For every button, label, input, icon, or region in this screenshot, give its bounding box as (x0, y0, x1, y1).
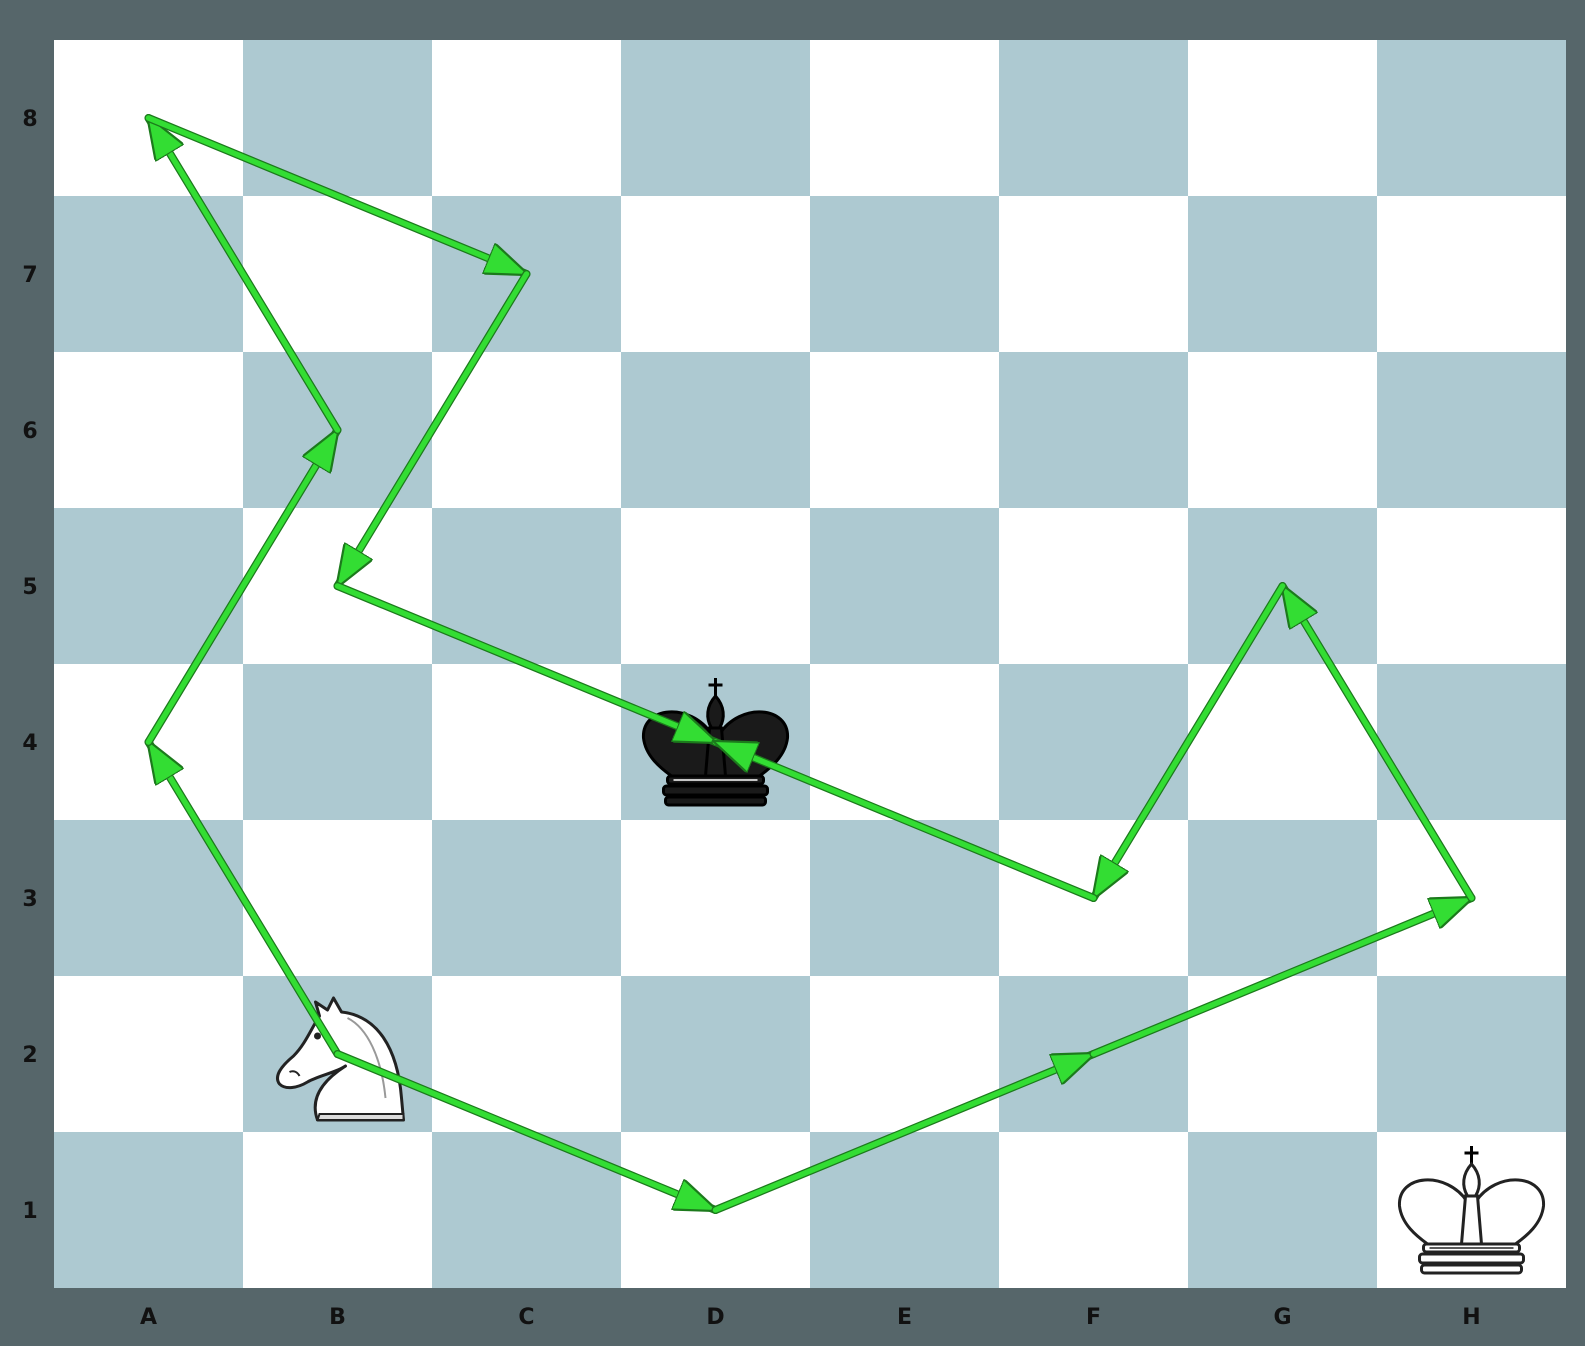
rank-label-4: 4 (22, 731, 37, 756)
square-e5[interactable] (810, 508, 999, 664)
file-label-a: A (140, 1305, 157, 1330)
rank-label-8: 8 (22, 107, 37, 132)
square-g1[interactable] (1188, 1132, 1377, 1288)
square-h6[interactable] (1377, 352, 1566, 508)
file-label-h: H (1462, 1305, 1480, 1330)
rank-label-5: 5 (22, 575, 37, 600)
file-label-f: F (1086, 1305, 1101, 1330)
square-d8[interactable] (621, 40, 810, 196)
square-c6[interactable] (432, 352, 621, 508)
rank-label-3: 3 (22, 887, 37, 912)
square-a3[interactable] (54, 820, 243, 976)
file-label-b: B (329, 1305, 346, 1330)
square-e6[interactable] (810, 352, 999, 508)
square-g8[interactable] (1188, 40, 1377, 196)
file-label-g: G (1273, 1305, 1291, 1330)
square-g7[interactable] (1188, 196, 1377, 352)
file-label-e: E (897, 1305, 912, 1330)
rank-label-2: 2 (22, 1043, 37, 1068)
square-h5[interactable] (1377, 508, 1566, 664)
rank-label-1: 1 (22, 1199, 37, 1224)
square-f7[interactable] (999, 196, 1188, 352)
square-h8[interactable] (1377, 40, 1566, 196)
square-d2[interactable] (621, 976, 810, 1132)
square-g4[interactable] (1188, 664, 1377, 820)
square-f6[interactable] (999, 352, 1188, 508)
square-h4[interactable] (1377, 664, 1566, 820)
square-d3[interactable] (621, 820, 810, 976)
square-f4[interactable] (999, 664, 1188, 820)
square-c3[interactable] (432, 820, 621, 976)
square-h7[interactable] (1377, 196, 1566, 352)
square-a2[interactable] (54, 976, 243, 1132)
square-e8[interactable] (810, 40, 999, 196)
square-a1[interactable] (54, 1132, 243, 1288)
rank-label-7: 7 (22, 263, 37, 288)
square-a6[interactable] (54, 352, 243, 508)
square-a7[interactable] (54, 196, 243, 352)
square-f5[interactable] (999, 508, 1188, 664)
square-b3[interactable] (243, 820, 432, 976)
board-squares (54, 40, 1566, 1288)
square-h2[interactable] (1377, 976, 1566, 1132)
square-b4[interactable] (243, 664, 432, 820)
square-c8[interactable] (432, 40, 621, 196)
square-f1[interactable] (999, 1132, 1188, 1288)
file-label-d: D (706, 1305, 724, 1330)
square-d7[interactable] (621, 196, 810, 352)
square-b1[interactable] (243, 1132, 432, 1288)
square-g6[interactable] (1188, 352, 1377, 508)
rank-label-6: 6 (22, 419, 37, 444)
square-d6[interactable] (621, 352, 810, 508)
square-d5[interactable] (621, 508, 810, 664)
rank-labels: 8 7 6 5 4 3 2 1 (22, 107, 37, 1224)
file-labels: A B C D E F G H (140, 1305, 1481, 1330)
square-f8[interactable] (999, 40, 1188, 196)
square-e7[interactable] (810, 196, 999, 352)
square-a5[interactable] (54, 508, 243, 664)
file-label-c: C (518, 1305, 534, 1330)
